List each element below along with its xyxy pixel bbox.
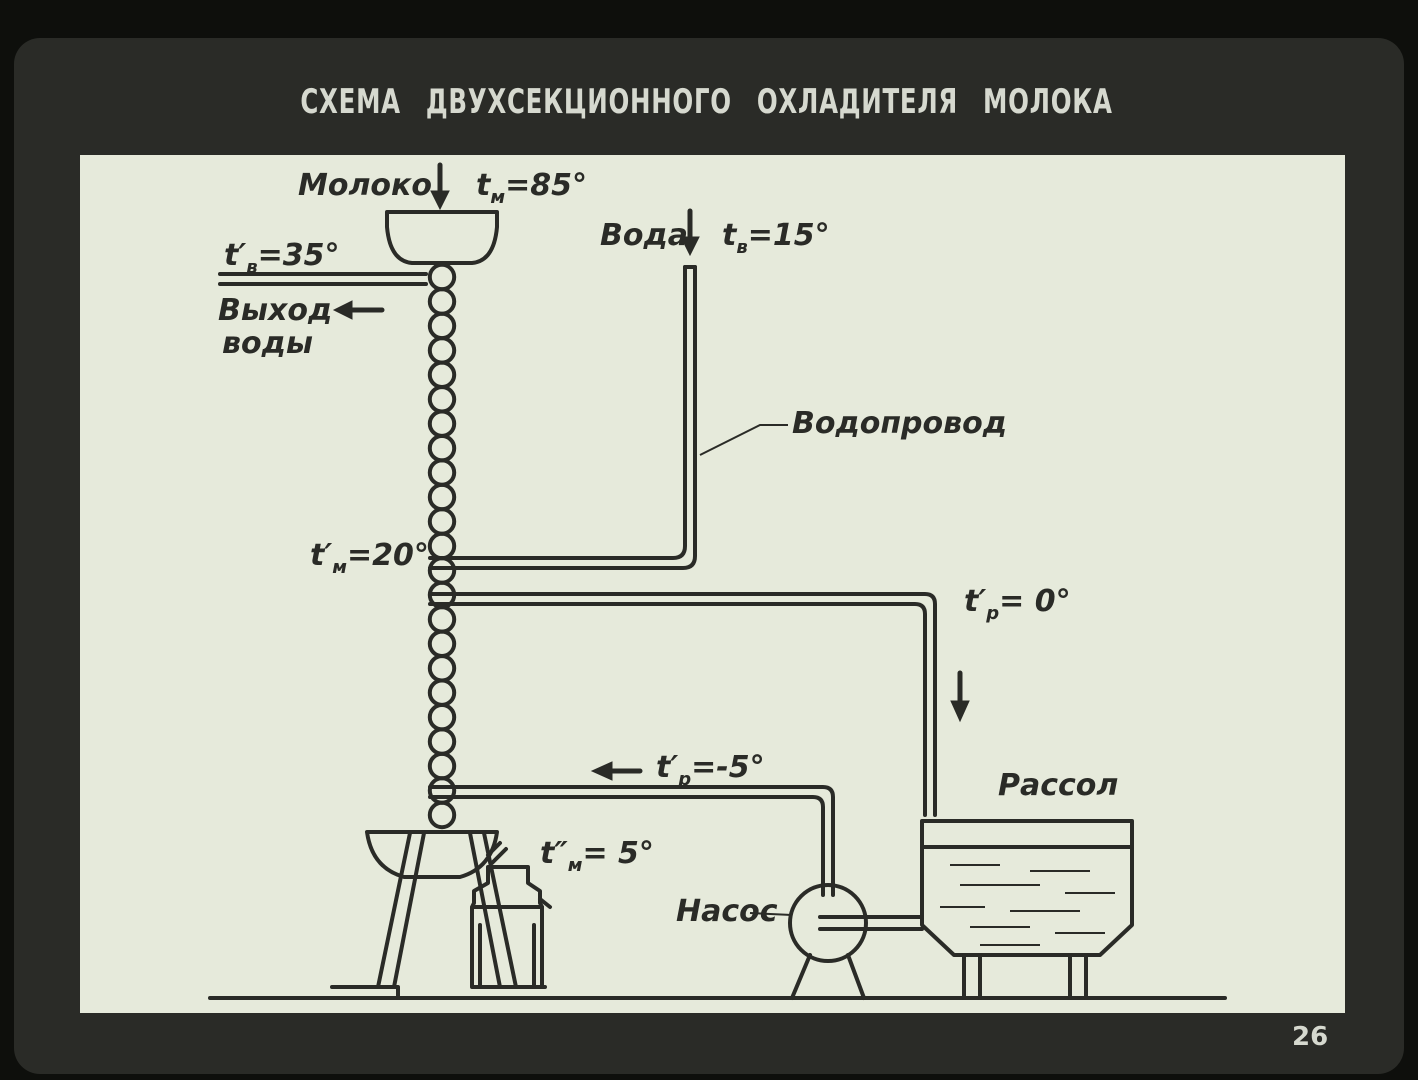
label-milk: Молоко — [298, 168, 432, 203]
label-water-main: Водопровод — [792, 406, 1007, 441]
temp-milk-out: t″м= 5° — [540, 836, 654, 876]
milk-can-details — [472, 905, 544, 987]
pump-to-tank-pipe — [818, 915, 924, 931]
coil-tube — [427, 605, 457, 634]
brine-inlet-pipe-outer — [428, 592, 937, 817]
coil-tube — [427, 458, 457, 487]
water-main-pipe-outer — [428, 265, 687, 560]
label-water: Вода — [600, 218, 688, 253]
pump-body — [788, 883, 868, 963]
milk-can-handle — [538, 897, 552, 909]
coil-tube — [427, 556, 457, 585]
brine-inlet-pipe-inner — [428, 602, 927, 817]
water-main-pipe-inner — [428, 265, 697, 570]
cooler-diagram: Молоко Вода Выход воды Водопровод Рассол… — [208, 162, 1227, 1000]
brine-downflow-arrow — [950, 670, 970, 723]
pump-stand — [790, 953, 866, 1000]
temp-milk-mid: t′м=20° — [310, 538, 429, 578]
coil-tube — [427, 262, 457, 292]
brine-tank — [920, 819, 1134, 957]
label-water-outlet-2: воды — [222, 326, 313, 361]
cooler-coil — [427, 262, 457, 830]
coil-tube — [427, 409, 457, 438]
temp-milk-in: tм=85° — [476, 168, 587, 208]
temp-brine-out: t′р=-5° — [656, 750, 765, 790]
coil-tube — [427, 678, 457, 707]
coil-tube — [427, 727, 457, 756]
coil-tube — [427, 629, 457, 658]
coil-tube — [427, 507, 457, 536]
slide-number: 26 — [1292, 1022, 1329, 1052]
coil-tube — [427, 800, 457, 830]
leader-lines — [699, 424, 793, 916]
coil-tube — [427, 776, 457, 805]
label-pump: Насос — [676, 894, 778, 929]
coil-tube — [427, 434, 457, 463]
label-brine: Рассол — [998, 768, 1118, 803]
milk-inflow-arrow — [430, 162, 450, 211]
coil-tube — [427, 385, 457, 414]
coil-tube — [427, 287, 457, 316]
coil-tube — [427, 751, 457, 781]
brine-outlet-pipe-inner — [428, 795, 825, 897]
coil-tube — [427, 531, 457, 561]
water-inflow-arrow — [680, 208, 700, 257]
milk-can — [470, 865, 544, 989]
coil-tube — [427, 703, 457, 732]
brine-return-arrow — [590, 761, 643, 781]
milk-receiver-trough — [385, 210, 499, 265]
brine-outlet-pipe-outer — [428, 785, 835, 897]
diagram-title: СХЕМА ДВУХСЕКЦИОННОГО ОХЛАДИТЕЛЯ МОЛОКА — [300, 82, 1113, 122]
diagram-panel: Молоко Вода Выход воды Водопровод Рассол… — [80, 155, 1345, 1013]
label-water-outlet-1: Выход — [218, 293, 332, 328]
brine-liquid-hatching — [940, 864, 1115, 946]
trough-spout — [486, 841, 508, 865]
water-outflow-arrow — [332, 300, 385, 320]
temp-water-out: t′в=35° — [224, 238, 340, 278]
temp-brine-in: t′р= 0° — [964, 584, 1071, 624]
coil-tube — [427, 336, 457, 365]
coil-tube — [427, 654, 457, 683]
temp-water-in: tв=15° — [722, 218, 830, 258]
milk-collection-trough — [365, 830, 499, 879]
coil-tube — [427, 482, 457, 512]
coil-tube — [427, 360, 457, 390]
coil-tube — [427, 311, 457, 341]
cooler-stand-legs — [376, 831, 518, 989]
